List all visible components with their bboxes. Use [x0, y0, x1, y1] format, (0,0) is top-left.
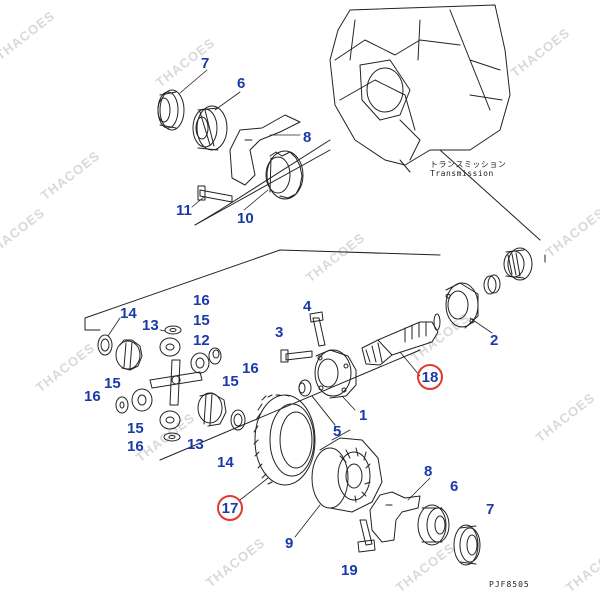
part-label: 14	[120, 305, 137, 322]
differential-case-1	[314, 349, 357, 399]
part-label: 8	[303, 129, 312, 146]
washer-16-left	[115, 396, 129, 414]
part-label: 12	[193, 332, 210, 349]
leader-line	[84, 249, 441, 331]
label-leaders	[107, 69, 493, 538]
part-label: 7	[201, 55, 210, 72]
part-label: 3	[275, 324, 284, 341]
part-label: 1	[359, 407, 368, 424]
leader-line	[399, 159, 411, 173]
bolt-4	[309, 311, 326, 347]
differential-case-9	[311, 437, 383, 513]
part-label: 8	[424, 463, 433, 480]
part-label-highlighted: 18	[417, 364, 443, 390]
pinion-shaft-18	[361, 313, 441, 366]
bolt-11	[197, 185, 233, 203]
part-label: 11	[176, 202, 192, 219]
side-gear-13-lower	[197, 392, 227, 427]
callout-english: Transmission	[430, 169, 494, 179]
part-label: 16	[84, 388, 101, 405]
transmission-housing	[329, 4, 511, 166]
leader-line	[194, 139, 331, 226]
part-label: 9	[285, 535, 294, 552]
part-label: 4	[303, 298, 312, 315]
part-label: 16	[127, 438, 144, 455]
part-label: 13	[187, 436, 204, 453]
snap-ring	[483, 274, 501, 295]
spider-12	[149, 359, 203, 406]
bearing-6-lower	[417, 504, 450, 546]
part-label-highlighted: 17	[217, 495, 243, 521]
pinion-gear-16-top	[164, 325, 182, 335]
part-label: 2	[490, 332, 499, 349]
pinion-gear-15-left	[131, 388, 153, 412]
leader-line	[159, 349, 421, 461]
part-label: 15	[127, 420, 144, 437]
part-label: 16	[193, 292, 210, 309]
washer-15-top	[159, 337, 181, 357]
bolt-19	[357, 519, 376, 553]
part-label: 14	[217, 454, 234, 471]
part-label: 6	[450, 478, 459, 495]
part-label: 5	[333, 423, 342, 440]
bearing-cage-2	[445, 282, 479, 329]
transmission-callout: トランスミッション Transmission	[430, 160, 506, 178]
adjusting-nut-10	[265, 150, 304, 200]
part-label: 16	[242, 360, 259, 377]
part-label: 15	[193, 312, 210, 329]
washer-15-right	[208, 347, 222, 365]
side-gear-13-upper	[115, 339, 143, 371]
ring-gear-17	[253, 394, 316, 486]
part-label: 15	[104, 375, 121, 392]
washer-16-bottom	[163, 432, 181, 442]
washer-16-right	[212, 349, 220, 359]
leader-line	[311, 395, 336, 426]
lock-bracket-8-lower	[369, 491, 421, 543]
part-label: 6	[237, 75, 246, 92]
part-label: 7	[486, 501, 495, 518]
pinion-gear-16-right	[190, 352, 210, 374]
part-label: 10	[237, 210, 254, 227]
bearing-top-right	[503, 247, 533, 281]
part-label: 15	[222, 373, 239, 390]
washer-14-lower	[230, 409, 246, 431]
callout-japanese: トランスミッション	[430, 160, 507, 169]
washer-15-bottom	[159, 410, 181, 430]
leader-line	[439, 149, 541, 241]
drawing-code: PJF8505	[489, 580, 530, 589]
bearing-cup-7-lower	[453, 524, 481, 566]
part-label: 19	[341, 562, 358, 579]
bearing-cup-7-top	[157, 89, 185, 131]
leader-line	[194, 149, 331, 226]
washer-14-upper	[97, 334, 113, 356]
bearing-6-top	[192, 105, 228, 151]
part-label: 13	[142, 317, 159, 334]
bolt-3	[280, 349, 313, 363]
washer-5	[298, 379, 312, 397]
lock-bracket-8-top	[229, 114, 301, 186]
